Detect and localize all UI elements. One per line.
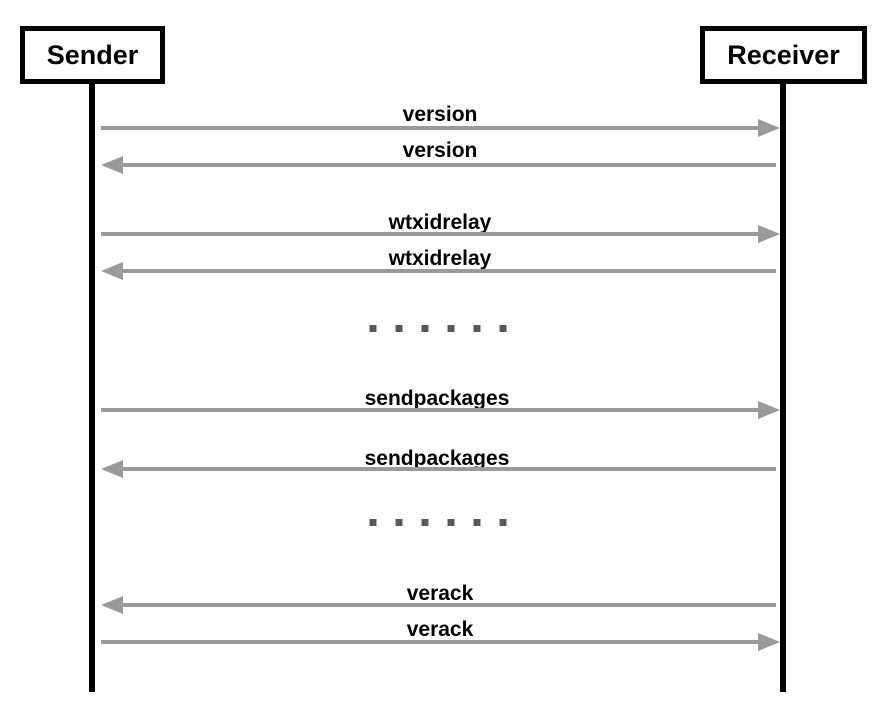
message-label-7: verack xyxy=(406,582,474,605)
actor-label-sender: Sender xyxy=(46,39,139,70)
ellipsis-dot xyxy=(499,325,507,332)
ellipsis-dot xyxy=(421,519,429,526)
arrowhead-right-1 xyxy=(758,119,780,137)
message-label-1: version xyxy=(402,103,478,126)
message-line-7 xyxy=(123,603,776,607)
ellipsis-dot xyxy=(395,519,403,526)
ellipsis-dot xyxy=(369,519,377,526)
message-line-3 xyxy=(101,232,758,236)
message-line-8 xyxy=(101,640,758,644)
arrowhead-left-7 xyxy=(101,596,123,614)
arrowhead-left-6 xyxy=(101,460,123,478)
lifeline-receiver xyxy=(780,84,786,692)
arrowhead-right-8 xyxy=(758,633,780,651)
message-line-4 xyxy=(123,269,776,273)
lifeline-sender xyxy=(89,84,95,692)
ellipsis-dot xyxy=(369,325,377,332)
arrowhead-right-5 xyxy=(758,401,780,419)
message-line-1 xyxy=(101,126,758,130)
actor-box-sender: Sender xyxy=(20,26,165,84)
ellipsis-separator-2 xyxy=(369,519,507,526)
actor-label-receiver: Receiver xyxy=(727,39,840,70)
ellipsis-dot xyxy=(473,519,481,526)
ellipsis-dot xyxy=(395,325,403,332)
message-label-2: version xyxy=(402,139,478,162)
ellipsis-separator-1 xyxy=(369,325,507,332)
message-line-2 xyxy=(123,163,776,167)
ellipsis-dot xyxy=(473,325,481,332)
arrowhead-left-4 xyxy=(101,262,123,280)
message-label-4: wtxidrelay xyxy=(388,247,492,270)
arrowhead-right-3 xyxy=(758,225,780,243)
message-label-5: sendpackages xyxy=(364,387,510,410)
message-label-6: sendpackages xyxy=(364,447,510,470)
ellipsis-dot xyxy=(447,325,455,332)
ellipsis-dot xyxy=(421,325,429,332)
message-line-5 xyxy=(101,408,758,412)
actor-box-receiver: Receiver xyxy=(700,26,867,84)
message-line-6 xyxy=(123,467,776,471)
message-label-3: wtxidrelay xyxy=(388,211,492,234)
ellipsis-dot xyxy=(499,519,507,526)
ellipsis-dot xyxy=(447,519,455,526)
arrowhead-left-2 xyxy=(101,156,123,174)
message-label-8: verack xyxy=(406,618,474,641)
